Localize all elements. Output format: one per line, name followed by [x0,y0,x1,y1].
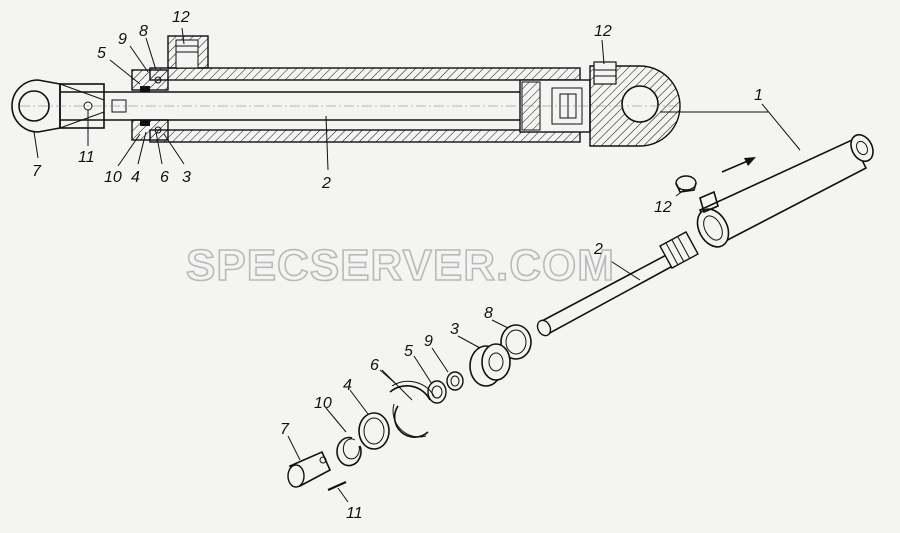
seal-ring-part [500,324,532,360]
label-top-8: 8 [139,23,148,40]
label-ex-2: 2 [593,241,603,258]
pin-part [327,480,347,492]
label-ex-11: 11 [346,505,363,522]
label-ex-5: 5 [404,343,413,360]
piston-rod-part [536,231,699,337]
end-cap-eye-right [589,61,681,147]
label-ex-9: 9 [424,333,433,350]
label-ex-10: 10 [314,395,332,412]
label-top-3: 3 [182,169,191,186]
rod-eye-part [287,450,332,488]
label-top-10: 10 [104,169,122,186]
label-top-7: 7 [32,163,42,180]
label-top-5: 5 [97,45,106,62]
port-fitting-part [675,175,697,193]
label-top-2: 2 [321,175,331,192]
label-ex-6: 6 [370,357,379,374]
gland-head-section [131,69,169,141]
label-top-9: 9 [118,31,127,48]
part-labels: 12 12 9 8 5 7 11 10 4 6 3 2 1 12 2 8 3 9… [32,9,763,522]
ring-4-part [358,412,390,450]
watermark-text: SPECSERVER.COM [186,241,615,290]
label-ex-12: 12 [654,199,672,216]
split-half-rings-part [389,380,435,438]
label-top-6: 6 [160,169,169,186]
label-top-12-right: 12 [594,23,612,40]
label-ex-4: 4 [343,377,352,394]
piston-rod-section [60,91,520,121]
label-ex-8: 8 [484,305,493,322]
port-fitting-left [167,35,209,69]
label-ex-7: 7 [280,421,290,438]
ring-9-part [446,371,464,391]
cylinder-tube-section [149,67,581,143]
label-top-11: 11 [78,149,95,166]
sectional-view [11,35,681,147]
snap-ring-part [336,436,362,467]
label-top-12-left: 12 [172,9,190,26]
direction-arrow [721,157,756,173]
label-ex-3: 3 [450,321,459,338]
ring-5-part [427,380,447,404]
label-top-1: 1 [754,87,763,104]
cylinder-assembly-part [696,133,874,248]
gland-part [469,343,511,387]
exploded-view [287,133,874,492]
label-top-4: 4 [131,169,140,186]
leader-lines [33,27,801,503]
